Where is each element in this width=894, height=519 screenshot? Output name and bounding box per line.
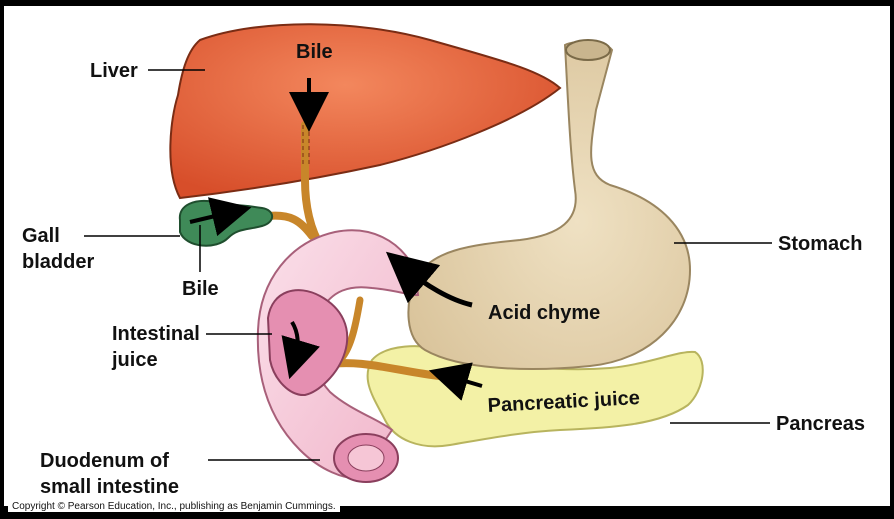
label-intestinal: Intestinal	[112, 323, 200, 345]
label-bile-top: Bile	[296, 41, 333, 63]
duodenum-cutaway	[268, 290, 347, 395]
copyright-text: Copyright © Pearson Education, Inc., pub…	[8, 501, 340, 512]
label-gall: Gall	[22, 225, 60, 247]
label-pancreas: Pancreas	[776, 413, 865, 435]
gallbladder-shape	[180, 201, 272, 246]
label-liver: Liver	[90, 60, 138, 82]
label-juice: juice	[111, 349, 158, 371]
liver-shape	[170, 24, 560, 198]
label-stomach: Stomach	[778, 233, 862, 255]
label-small-intestine: small intestine	[40, 476, 179, 498]
label-acid-chyme: Acid chyme	[488, 302, 600, 324]
label-duodenum: Duodenum of	[40, 450, 169, 472]
label-bladder: bladder	[22, 251, 94, 273]
esophagus-opening	[566, 40, 610, 60]
label-bile-bottom: Bile	[182, 278, 219, 300]
duodenum-lumen	[348, 445, 384, 471]
